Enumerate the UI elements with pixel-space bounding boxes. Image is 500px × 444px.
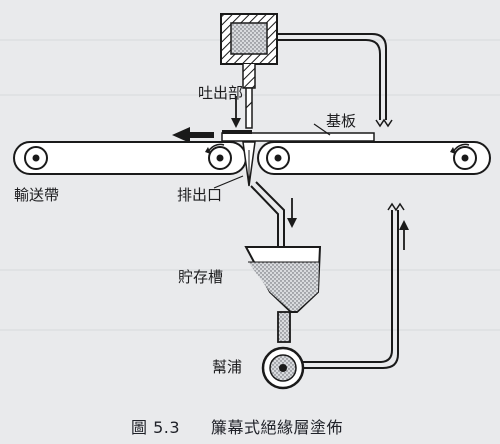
- discharge-flow-arrow: [399, 220, 409, 250]
- substrate-plate: [221, 130, 375, 142]
- label-outlet: 排出口: [177, 186, 223, 204]
- coating-head: [220, 13, 278, 129]
- curtain-flow-arrow: [231, 96, 241, 128]
- storage-tank: [244, 246, 322, 343]
- pump: [261, 346, 305, 390]
- outlet-nozzle: [242, 141, 256, 187]
- figure-caption: 簾幕式絕緣層塗佈: [211, 418, 344, 437]
- figure-number: 圖 5.3: [131, 418, 181, 437]
- return-flow-arrow: [287, 198, 297, 228]
- label-storage-tank: 貯存槽: [178, 268, 224, 286]
- right-conveyor-belt: [257, 141, 491, 175]
- pump-discharge-pipe: [303, 202, 405, 369]
- leader-lines: [213, 101, 331, 189]
- left-conveyor-belt: [13, 141, 247, 175]
- supply-pipe: [277, 33, 393, 128]
- label-nozzle: 吐出部: [198, 84, 244, 102]
- travel-direction-arrow: [172, 127, 214, 143]
- label-pump: 幫浦: [212, 358, 243, 376]
- label-conveyor-belt: 輸送帶: [14, 186, 60, 204]
- label-substrate: 基板: [326, 112, 357, 130]
